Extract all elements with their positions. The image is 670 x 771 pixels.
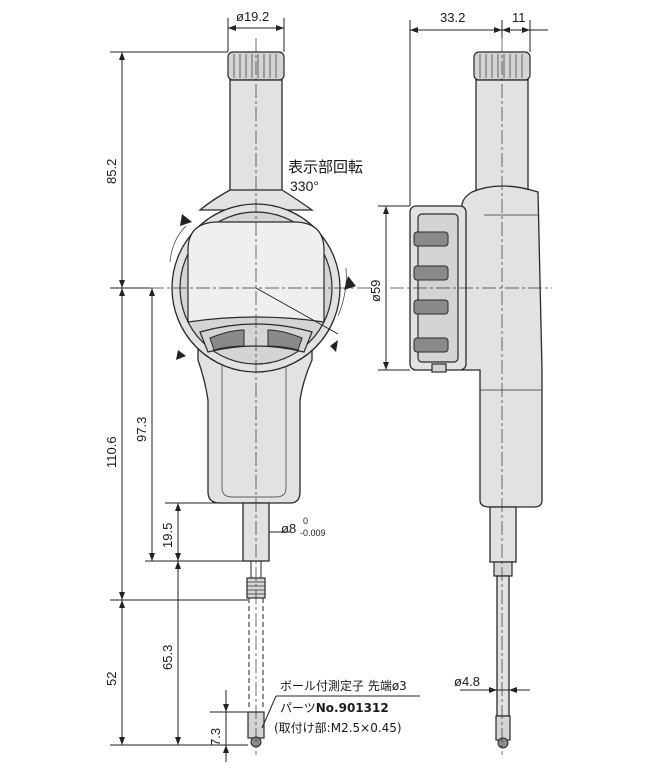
side-contact-point [495,715,511,741]
front-view [169,51,356,748]
dim-stem-tol-upper: 0 [303,516,308,526]
dim-stem-diameter: ø8 [281,521,296,536]
side-button-4 [413,337,449,353]
dim-spindle-diameter: ø4.8 [454,674,480,689]
side-button-3 [413,299,449,315]
rotation-arrow-left [180,214,192,226]
rotation-arrow-right [344,276,356,290]
dim-spindle-length: 65.3 [160,645,175,670]
dim-stem-length: 19.5 [160,523,175,548]
side-button-2 [413,265,449,281]
dim-stem-tol-lower: -0.009 [300,528,326,538]
front-handle [197,329,313,504]
dim-tip-length: 52 [104,672,119,686]
side-view [409,51,543,749]
dim-face-diameter: ø59 [368,280,383,302]
side-spindle [496,575,510,717]
center-lines [150,38,552,755]
dim-side-width: 33.2 [440,10,465,25]
note-parts: パーツNo.901312 [280,701,389,715]
note-contact-point: ボール付測定子 先端ø3 [280,678,407,693]
note-rotation-angle: 330° [290,178,319,194]
dimension-lines [110,18,548,762]
front-button-right [267,329,303,351]
side-button-1 [413,231,449,247]
dim-top-diameter: ø19.2 [236,9,269,24]
note-rotation-title: 表示部回転 [288,158,363,176]
dimension-arrows [119,25,530,753]
note-mounting: (取付け部:M2.5×0.45) [274,720,402,735]
front-button-left [209,329,245,351]
dim-side-small: 11 [512,10,526,25]
dim-height-lower: 110.6 [104,436,119,468]
side-stem [489,506,517,563]
dim-height-upper: 85.2 [104,159,119,184]
side-spindle-clamp [493,561,513,577]
dim-tip-small: 7.3 [208,728,223,746]
front-handle-inner [221,360,287,498]
dim-height-mid: 97.3 [134,417,149,442]
